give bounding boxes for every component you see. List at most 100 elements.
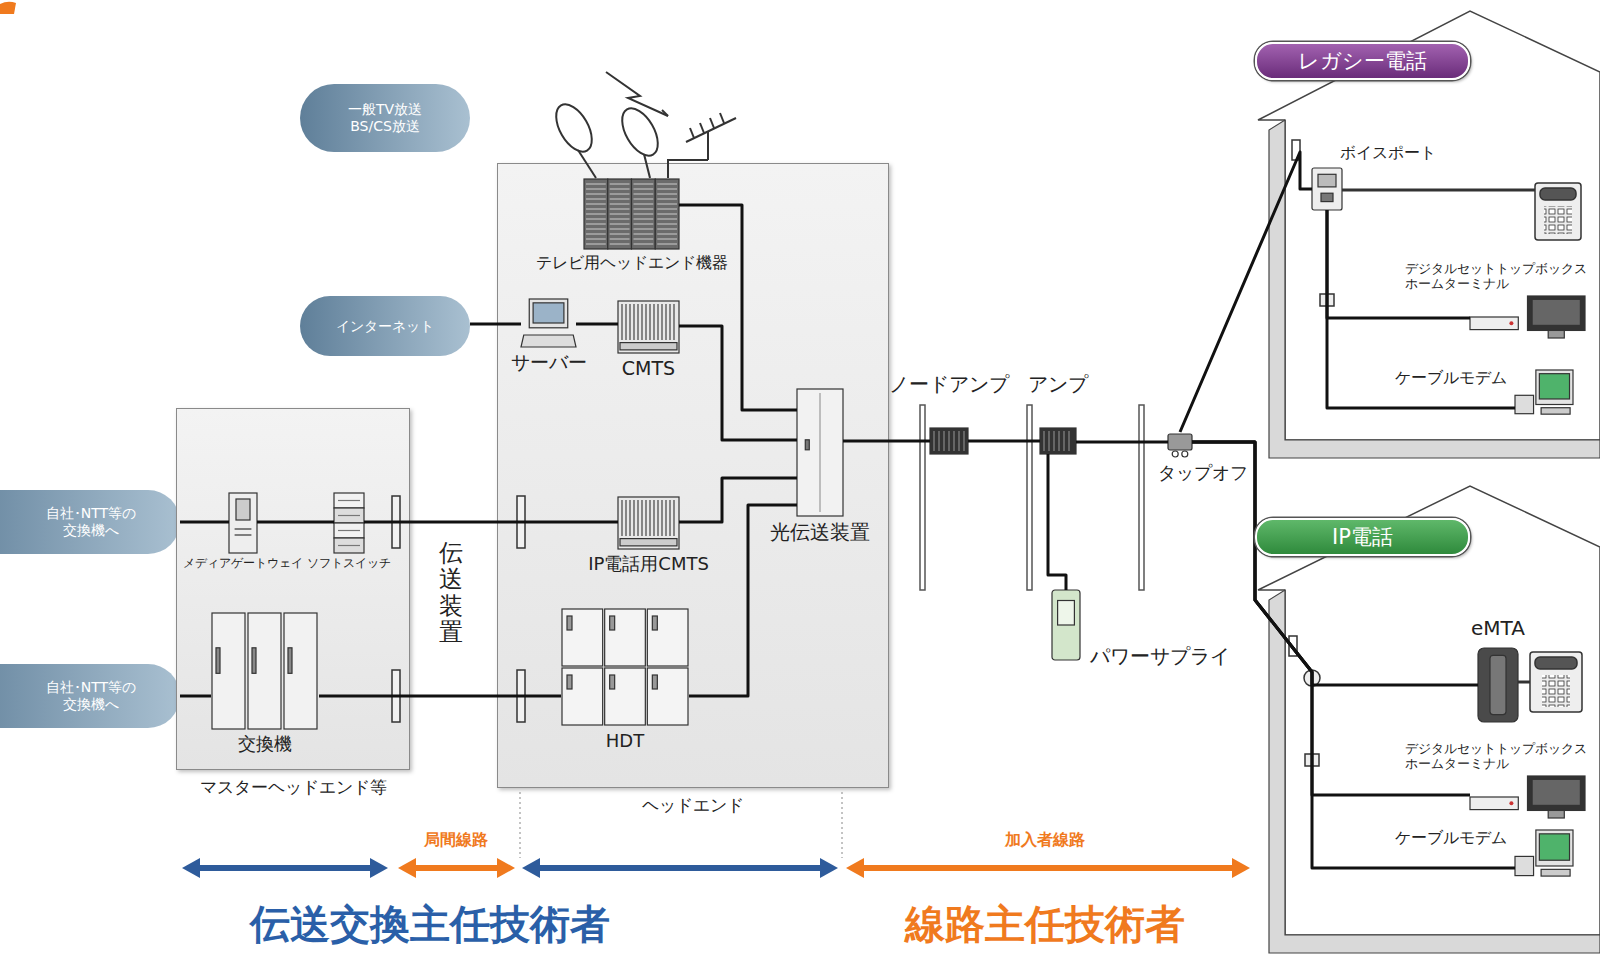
icon-stroke [1043, 431, 1044, 451]
icon-stroke [634, 183, 654, 184]
icon-stroke [586, 218, 606, 219]
icon-part [212, 613, 245, 729]
icon-stroke [1048, 431, 1049, 451]
corner-mark [0, 2, 16, 14]
equipment-drawing [1040, 428, 1076, 454]
emta-icon [1478, 648, 1518, 722]
icon-stroke [657, 500, 658, 536]
icon-stroke [610, 183, 630, 184]
span-arrow-part [1232, 858, 1250, 878]
span-arrow-part [370, 858, 388, 878]
icon-part [1536, 830, 1573, 866]
node-label: 交換機 [238, 733, 292, 755]
node-label: テレビ用ヘッドエンド機器 [536, 253, 728, 272]
icon-stroke [641, 304, 642, 340]
icon-part [1318, 174, 1336, 187]
icon-part [1528, 296, 1586, 330]
icon-stroke [634, 233, 654, 234]
icon-stroke [649, 304, 650, 340]
icon-part [632, 179, 656, 249]
icon-part [1470, 317, 1518, 330]
icon-part [797, 389, 843, 516]
server-icon [521, 299, 576, 347]
cable-line [576, 323, 618, 326]
telephone-part [1535, 657, 1577, 669]
cloud-shape: 自社･NTT等の 交換機へ [0, 664, 180, 728]
node-label: HDT [606, 730, 644, 752]
icon-stroke [634, 193, 654, 194]
icon-part [1515, 856, 1534, 875]
icon-part [647, 668, 688, 725]
icon-stroke [235, 534, 252, 535]
node-label: ケーブルモデム [1395, 368, 1507, 387]
icon-stroke [669, 500, 670, 536]
node-label: 自社･NTT等の 交換機へ [40, 505, 142, 539]
icon-part [288, 648, 292, 674]
icon-stroke [610, 208, 630, 209]
cloud-shape: 自社･NTT等の 交換機へ [0, 490, 180, 554]
node-label: デジタルセットトップボックス ホームターミナル [1405, 261, 1591, 292]
icon-stroke [657, 208, 677, 209]
port-icon [1312, 168, 1342, 210]
equipment-drawing [521, 299, 576, 347]
icon-part [1052, 590, 1080, 660]
icon-part [1536, 370, 1573, 405]
icon-stroke [665, 304, 666, 340]
cable-line [470, 323, 521, 326]
equipment-drawing [334, 493, 364, 553]
pc-icon [1515, 370, 1573, 414]
icon-stroke [634, 223, 654, 224]
equipment-drawing [229, 493, 257, 553]
role-title: 線路主任技術者 [905, 900, 1185, 948]
span-arrow-part [398, 858, 416, 878]
node-label: CMTS [622, 357, 675, 380]
icon-stroke [634, 203, 654, 204]
cloud-fill [300, 84, 470, 152]
icon-stroke [634, 218, 654, 219]
equipment-icon: アンプ [1040, 428, 1076, 454]
icon-part [216, 648, 220, 674]
icon-stroke [641, 500, 642, 536]
span-arrow-part [860, 865, 1236, 871]
ss-icon [334, 493, 364, 553]
icon-stroke [610, 188, 630, 189]
icon-part [1470, 797, 1518, 810]
icon-part [805, 440, 809, 450]
icon-stroke [1068, 431, 1069, 451]
corner-mark-part [0, 2, 16, 14]
cloud-shape: 一般TV放送 BS/CS放送 [300, 84, 470, 152]
equipment-drawing [1470, 776, 1585, 818]
cmts-icon [618, 301, 679, 353]
home-wiring-part [1518, 681, 1530, 684]
icon-part [529, 299, 568, 328]
house-title: IP電話 [1255, 518, 1470, 556]
antenna-group-part [707, 131, 709, 160]
equipment-icon: 光伝送装置 [797, 389, 843, 516]
icon-stroke [634, 198, 654, 199]
antenna-group-part [662, 110, 668, 116]
icon-stroke [953, 431, 954, 451]
equipment-icon: eMTA [1478, 648, 1518, 722]
icon-stroke [657, 304, 658, 340]
amp-icon [1040, 428, 1076, 454]
icon-part [1509, 321, 1513, 325]
node-label: ソフトスイッチ [307, 557, 391, 571]
icon-stroke [586, 183, 606, 184]
utility-pole-part [920, 405, 925, 590]
icon-stroke [235, 528, 252, 529]
icon-stroke [661, 304, 662, 340]
icon-stroke [610, 228, 630, 229]
icon-stroke [610, 243, 630, 244]
cab-icon [229, 493, 257, 553]
icon-stroke [338, 500, 360, 501]
cable-line [257, 521, 334, 524]
hdt-icon [562, 609, 688, 725]
vertical-label: 伝送装置 [439, 540, 463, 646]
antenna-group-part [690, 128, 694, 138]
amp-icon [930, 428, 968, 454]
icon-part [533, 303, 564, 323]
node-label: マスターヘッドエンド等 [200, 777, 387, 797]
icon-stroke [1053, 431, 1054, 451]
icon-part [618, 497, 679, 549]
